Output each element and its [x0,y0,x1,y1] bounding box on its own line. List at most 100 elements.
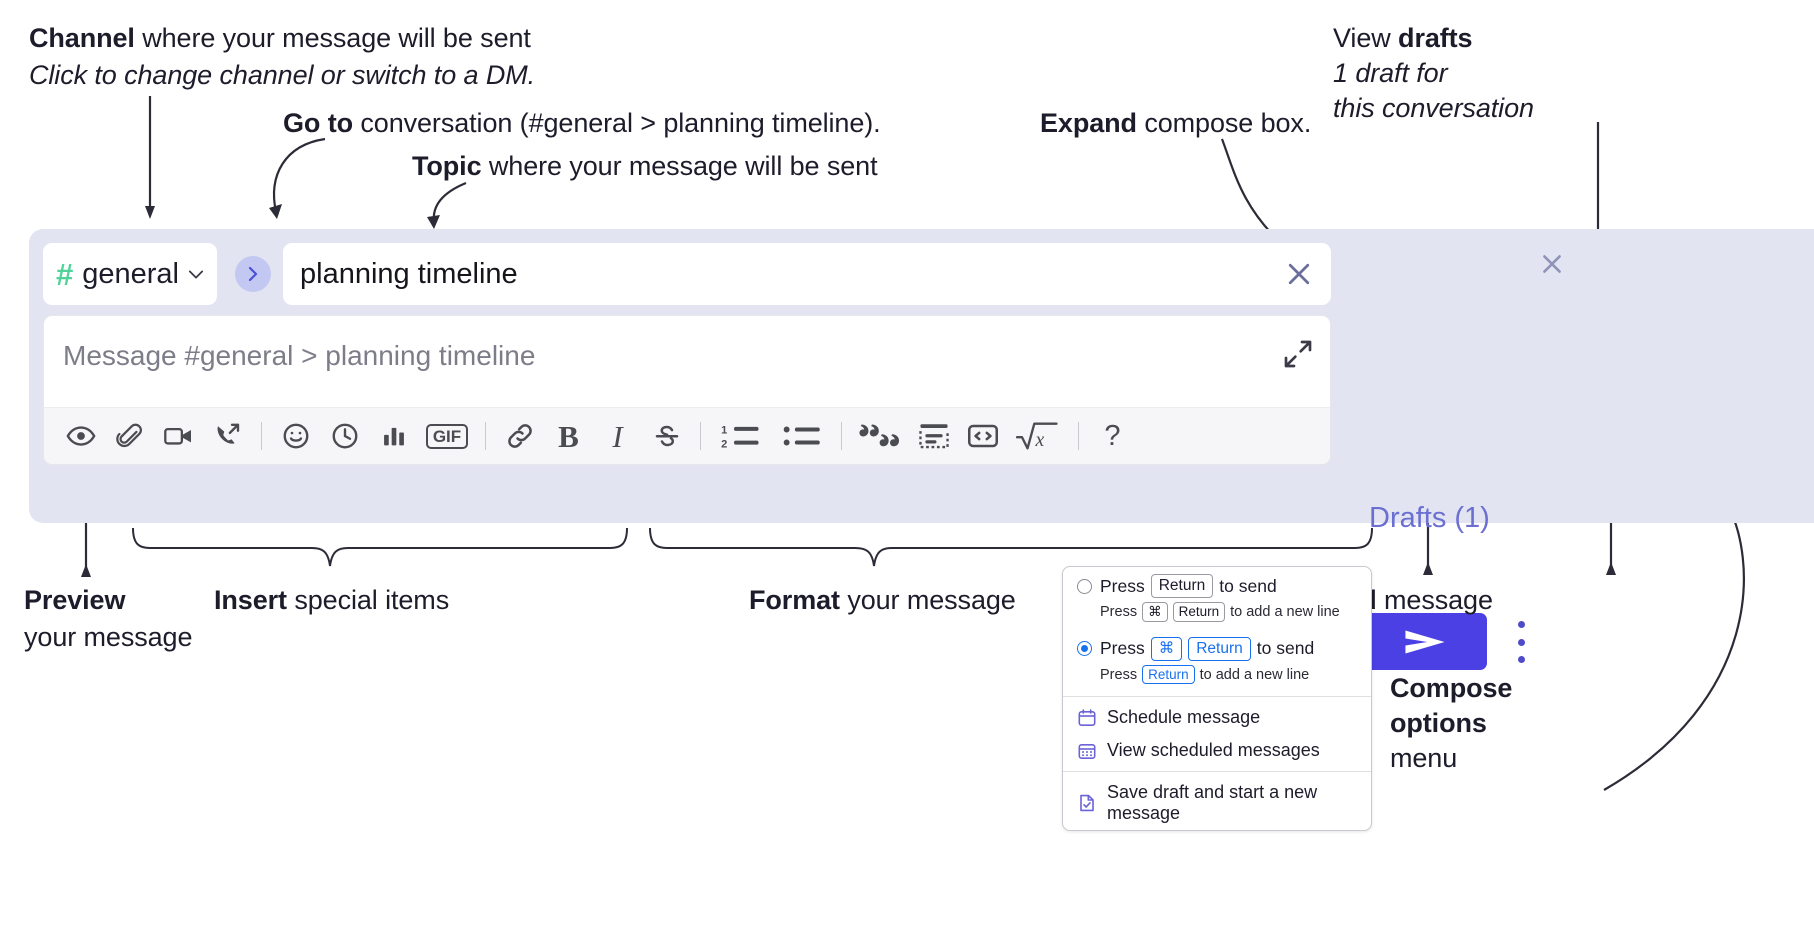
annotation-preview: Preview your message [24,584,192,654]
compose-inner: # general planning timeline Message #gen… [43,243,1331,465]
option1-press: Press [1100,575,1145,596]
annotation-insert-bold: Insert [214,585,287,615]
annotation-send-rest: message [1376,585,1493,615]
channel-name-label: general [82,257,179,290]
compose-panel: # general planning timeline Message #gen… [29,229,1814,670]
send-icon [1405,630,1445,653]
annotation-channel: Channel where your message will be sent … [29,22,535,92]
bold-icon[interactable]: B [544,412,593,461]
option2-key-return: Return [1188,636,1251,661]
annotation-insert: Insert special items [214,584,449,617]
calendar-grid-icon [1077,741,1097,761]
annotation-channel-rest: where your message will be sent [134,23,531,53]
gif-label: GIF [425,423,469,449]
option1-sub-key-cmd: ⌘ [1142,602,1168,622]
option2-to-send: to send [1256,638,1315,659]
send-button[interactable] [1363,613,1487,670]
svg-text:x: x [1035,429,1045,451]
annotation-topic-bold: Topic [412,151,482,181]
annotation-compose-options-rest: menu [1390,742,1458,773]
annotation-format-rest: your message [839,585,1016,615]
kebab-dot [1517,638,1525,646]
annotation-topic-rest: where your message will be sent [481,151,878,181]
document-check-icon [1077,793,1097,813]
chevron-down-icon [188,269,204,278]
channel-selector[interactable]: # general [43,243,217,305]
menu-divider [1063,771,1371,773]
ordered-list-icon[interactable]: 1 2 [710,412,772,461]
message-input-box[interactable]: Message #general > planning timeline [43,315,1331,465]
annotation-compose-options-bold2: options [1390,707,1487,738]
annotation-format: Format your message [749,584,1016,617]
annotation-goto: Go to conversation (#general > planning … [283,107,881,140]
toolbar-divider [841,422,842,450]
annotation-drafts-sub2: this conversation [1333,92,1534,123]
compose-options-menu: Press Return to send Press ⌘ Return to a… [1062,566,1372,832]
compose-header-row: # general planning timeline [43,243,1331,305]
annotation-drafts-sub1: 1 draft for [1333,57,1448,88]
option1-sub-press: Press [1100,603,1138,620]
emoji-icon[interactable] [271,412,320,461]
annotation-expand-bold: Expand [1040,108,1137,138]
toolbar-divider [485,422,486,450]
annotation-channel-bold: Channel [29,23,135,53]
clock-icon[interactable] [320,412,369,461]
inline-code-icon[interactable] [958,412,1007,461]
compose-options-button[interactable] [1508,621,1534,663]
hash-icon: # [56,256,74,292]
annotation-preview-bold: Preview [24,585,126,615]
menu-divider [1063,696,1371,698]
menu-item-view-scheduled[interactable]: View scheduled messages [1063,734,1371,767]
annotation-drafts-bold: drafts [1398,23,1473,53]
svg-text:2: 2 [721,439,727,450]
toolbar-divider [700,422,701,450]
annotation-channel-sub: Click to change channel or switch to a D… [29,59,536,90]
toolbar-divider [261,422,262,450]
menu-item-save-draft[interactable]: Save draft and start a new message [1063,776,1371,830]
poll-icon[interactable] [369,412,418,461]
strikethrough-icon[interactable] [642,412,691,461]
goto-conversation-button[interactable] [235,256,271,292]
clear-topic-icon[interactable] [1279,254,1319,294]
radio-icon-selected[interactable] [1077,641,1092,657]
math-icon[interactable]: x [1007,412,1069,461]
close-icon[interactable] [1535,247,1569,281]
option1-key: Return [1150,574,1214,599]
menu-radio-option-cmd-return[interactable]: Press ⌘ Return to send [1063,630,1371,662]
calendar-icon [1077,708,1097,728]
option2-subtext: Press Return to add a new line [1063,662,1371,693]
italic-icon[interactable]: I [593,412,642,461]
expand-icon[interactable] [1282,338,1314,370]
radio-icon[interactable] [1077,578,1092,594]
topic-input[interactable]: planning timeline [283,243,1331,305]
formatting-toolbar: GIF B I 1 [44,407,1330,464]
toolbar-divider [1078,422,1079,450]
audio-call-icon[interactable] [203,412,252,461]
code-block-icon[interactable] [909,412,958,461]
italic-label: I [612,418,623,454]
menu-item-label: Save draft and start a new message [1107,782,1318,824]
link-icon[interactable] [495,412,544,461]
annotation-drafts: View drafts 1 draft for this conversatio… [1333,22,1534,125]
attachment-icon[interactable] [105,412,154,461]
annotation-compose-options-bold1: Compose [1390,673,1513,703]
menu-item-schedule-message[interactable]: Schedule message [1063,701,1371,734]
help-icon[interactable]: ? [1088,412,1137,461]
drafts-link[interactable]: Drafts (1) [1369,502,1490,534]
topic-value: planning timeline [300,257,518,290]
annotation-preview-line2: your message [24,621,193,652]
option2-sub-press: Press [1100,666,1138,683]
option2-sub-rest: to add a new line [1199,666,1310,683]
blockquote-icon[interactable] [851,412,909,461]
help-label: ? [1104,419,1121,452]
menu-item-label: View scheduled messages [1107,740,1320,761]
annotation-insert-rest: special items [286,585,450,615]
gif-icon[interactable]: GIF [418,412,476,461]
bulleted-list-icon[interactable] [772,412,832,461]
preview-icon[interactable] [56,412,105,461]
menu-radio-option-return[interactable]: Press Return to send [1063,567,1371,599]
annotation-compose-options: Compose options menu [1390,672,1512,775]
annotation-format-bold: Format [749,585,840,615]
annotation-drafts-plain: View [1333,23,1399,53]
video-icon[interactable] [154,412,203,461]
